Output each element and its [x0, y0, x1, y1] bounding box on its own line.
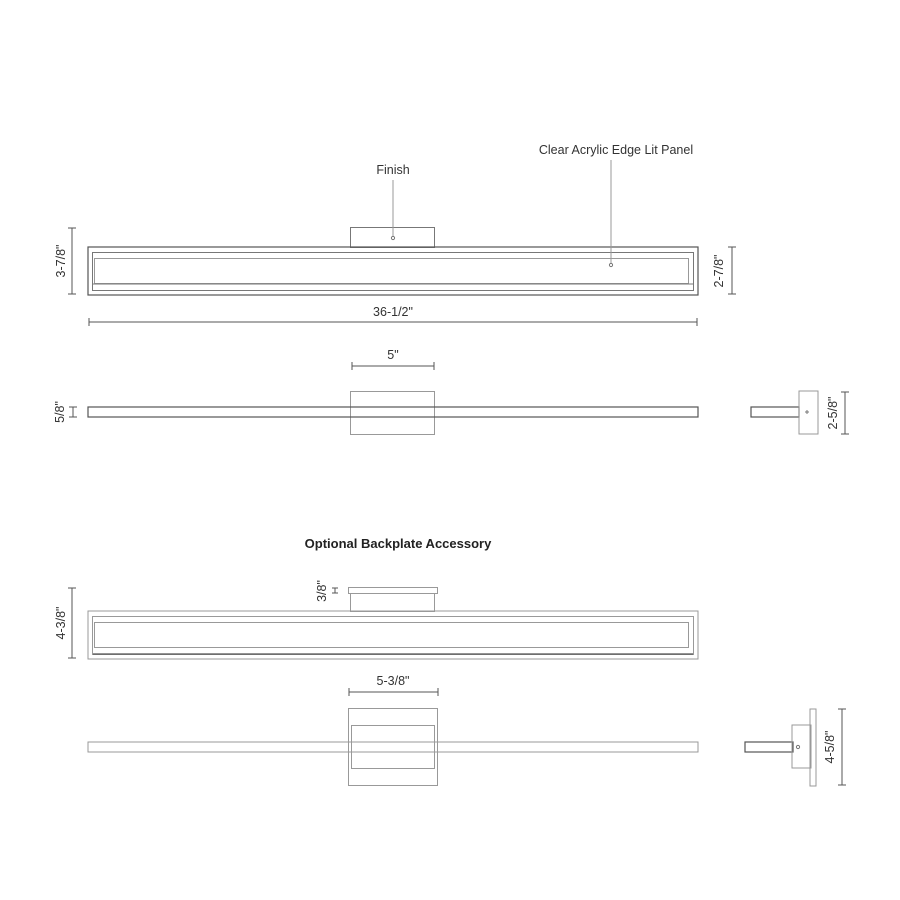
finish-callout-label: Finish	[376, 163, 409, 177]
backplate-canopy	[350, 593, 435, 612]
standard-top-view	[69, 362, 699, 435]
backplate-side-canopy	[791, 724, 812, 769]
depth-dimension-label: 5/8"	[53, 401, 67, 423]
side-canopy	[798, 390, 819, 435]
finish-callout-dot	[390, 235, 396, 241]
fixture-inner-frame	[92, 252, 694, 291]
canopy-width-dimension-label: 5"	[387, 348, 398, 362]
acrylic-panel	[94, 258, 689, 284]
width-dimension-label: 36-1/2"	[373, 305, 413, 319]
backplate-front-view	[68, 587, 699, 660]
backplate-plate-top	[348, 708, 438, 786]
panel-height-dimension-label: 2-7/8"	[712, 255, 726, 288]
backplate-section-title: Optional Backplate Accessory	[305, 536, 492, 551]
plate-width-dimension-label: 5-3/8"	[377, 674, 410, 688]
plate-thickness-dimension-label: 3/8"	[315, 580, 329, 602]
side-bar	[750, 406, 800, 418]
height-dimension-label: 3-7/8"	[54, 245, 68, 278]
fixture-frame	[87, 246, 699, 296]
backplate-bar-top	[87, 741, 699, 753]
backplate-top-view	[87, 688, 699, 786]
canopy-top	[350, 391, 435, 435]
backplate-side-bar	[744, 741, 794, 753]
standard-side-view	[750, 390, 849, 435]
backplate-canopy-top	[351, 725, 435, 769]
backplate-side-view	[744, 708, 846, 787]
panel-callout-label: Clear Acrylic Edge Lit Panel	[539, 143, 693, 157]
panel-callout-dot	[608, 262, 614, 268]
backplate-side-height-dimension-label: 4-5/8"	[823, 731, 837, 764]
side-height-dimension-label: 2-5/8"	[826, 397, 840, 430]
backplate-height-dimension-label: 4-3/8"	[54, 607, 68, 640]
backplate-side-plate	[809, 708, 817, 787]
fixture-bar-top	[87, 406, 699, 418]
backplate-plate	[348, 587, 438, 594]
backplate-fixture-frame	[87, 610, 699, 660]
standard-front-view	[68, 160, 736, 326]
